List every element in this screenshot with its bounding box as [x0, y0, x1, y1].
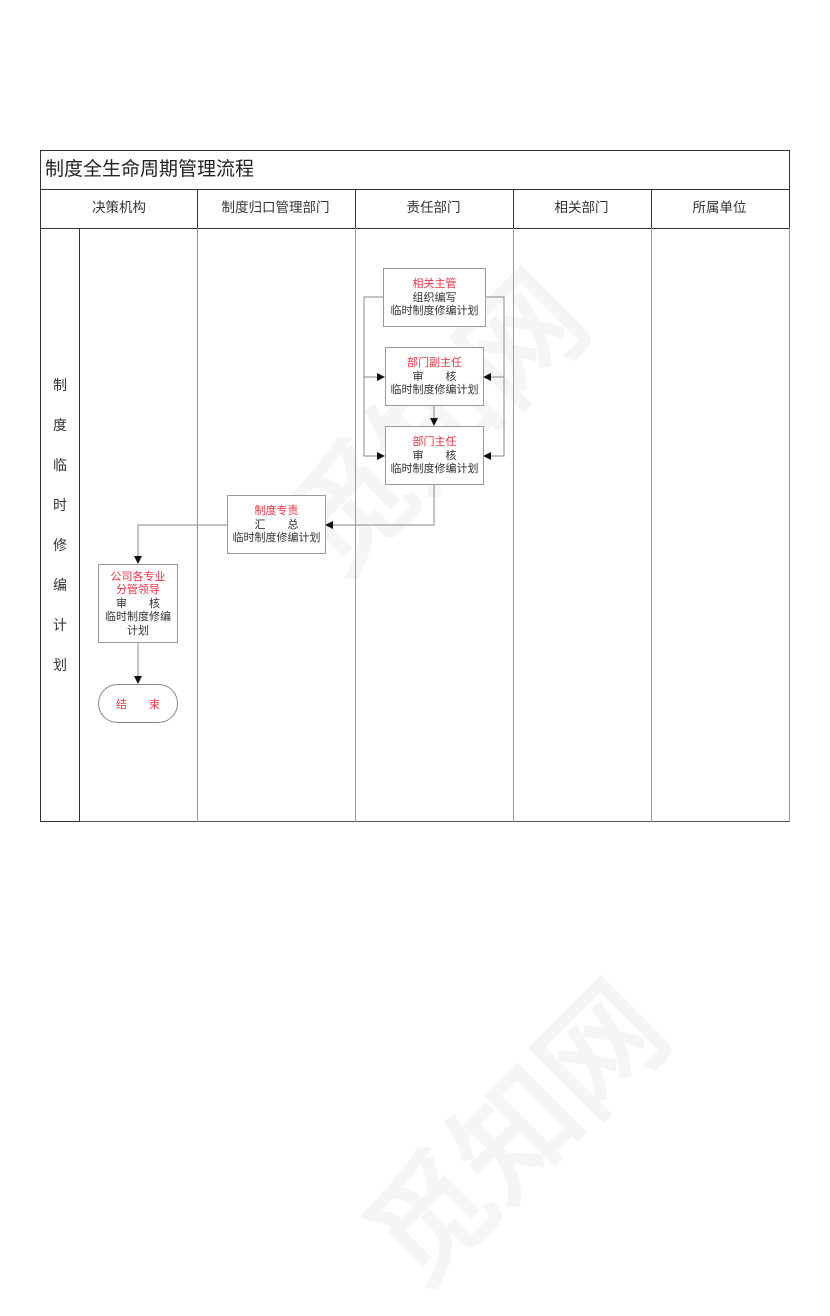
process-node-director-review: 部门主任 审 核 临时制度修编计划 — [385, 426, 484, 485]
process-node-leader-review: 公司各专业 分管领导 审 核 临时制度修编 计划 — [98, 564, 178, 643]
column-label: 决策机构 — [92, 200, 146, 216]
column-label: 制度归口管理部门 — [221, 200, 330, 216]
node-role: 制度专责 — [254, 504, 299, 518]
column-header-management: 制度归口管理部门 — [196, 189, 356, 229]
column-label: 所属单位 — [692, 200, 747, 216]
node-role: 公司各专业 — [110, 569, 166, 583]
node-subject: 临时制度修编计划 — [390, 304, 479, 318]
column-header-unit: 所属单位 — [650, 189, 790, 229]
lane-divider — [651, 228, 652, 822]
node-role: 相关主管 — [412, 277, 457, 291]
end-label: 结 束 — [116, 697, 160, 711]
node-action: 审 核 — [412, 448, 457, 462]
node-subject: 临时制度修编 — [105, 610, 171, 624]
swimlane-body — [40, 228, 790, 822]
lane-divider — [513, 228, 514, 822]
column-header-decision: 决策机构 — [40, 189, 198, 229]
node-role: 分管领导 — [116, 583, 160, 597]
node-action: 审 核 — [412, 369, 457, 383]
lane-char: 修 — [53, 538, 67, 554]
node-subject: 临时制度修编计划 — [232, 531, 321, 545]
node-role: 部门主任 — [412, 435, 457, 449]
lane-char: 度 — [53, 418, 67, 434]
lane-char: 计 — [53, 618, 67, 634]
column-label: 相关部门 — [554, 200, 609, 216]
node-action: 审 核 — [116, 596, 160, 610]
node-action: 汇 总 — [254, 517, 299, 531]
end-terminator: 结 束 — [98, 684, 178, 723]
lane-char: 临 — [53, 458, 67, 474]
lane-char: 制 — [53, 378, 67, 394]
connectors — [134, 296, 505, 684]
lane-char: 时 — [53, 498, 67, 514]
column-header-related: 相关部门 — [512, 189, 652, 229]
process-node-summarize: 制度专责 汇 总 临时制度修编计划 — [227, 495, 326, 554]
column-header-responsible: 责任部门 — [354, 189, 514, 229]
process-node-organize: 相关主管 组织编写 临时制度修编计划 — [383, 268, 486, 327]
page-title: 制度全生命周期管理流程 — [40, 150, 790, 190]
node-subject: 临时制度修编计划 — [390, 383, 479, 397]
node-subject: 临时制度修编计划 — [390, 462, 479, 476]
lane-char: 编 — [53, 578, 67, 594]
lane-label: 制 度 临 时 修 编 计 划 — [40, 228, 80, 822]
column-label: 责任部门 — [406, 200, 461, 216]
node-action: 组织编写 — [412, 290, 457, 304]
process-node-deputy-review: 部门副主任 审 核 临时制度修编计划 — [385, 347, 484, 406]
node-role: 部门副主任 — [407, 356, 462, 370]
node-subject: 计划 — [127, 623, 149, 637]
lane-char: 划 — [53, 658, 67, 674]
